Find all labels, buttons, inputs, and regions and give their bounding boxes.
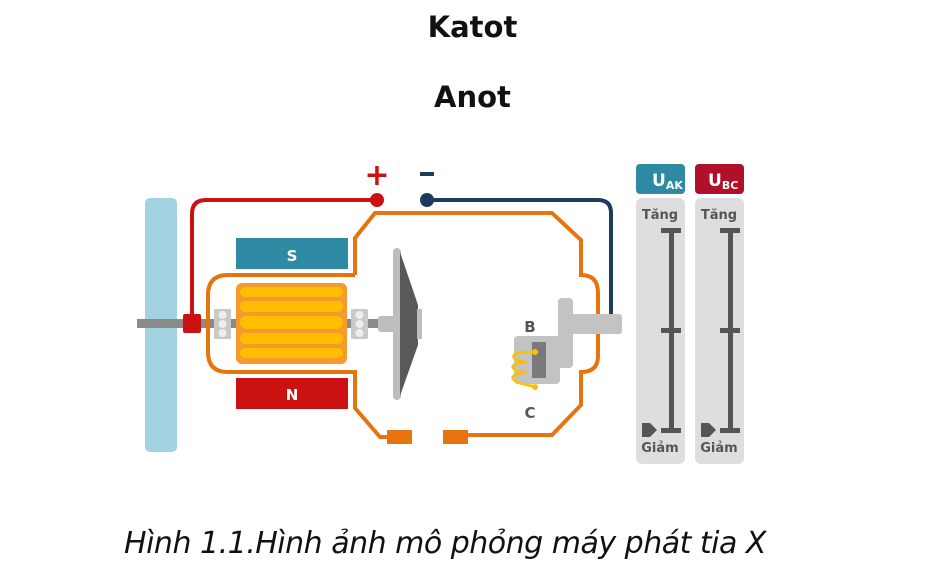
slider-ubc[interactable]: UBC Tăng Giảm: [695, 164, 744, 464]
anode-face: [417, 309, 422, 339]
positive-sign: +: [364, 158, 389, 193]
cathode-arm: [558, 314, 622, 334]
bearing-left: [214, 309, 231, 339]
slider-uak[interactable]: UAK Tăng Giảm: [636, 164, 685, 464]
positive-wire: [190, 198, 377, 322]
brush-contact: [183, 314, 201, 333]
window-left: [387, 430, 412, 444]
anode-disc: [400, 252, 418, 396]
tube-casing-left: [206, 273, 395, 439]
tube-casing: [353, 211, 600, 437]
electrode-b-label: B: [524, 318, 535, 336]
slider-uak-label: U: [652, 171, 666, 191]
slider-uak-sub: AK: [666, 179, 684, 192]
cathode-plate: [532, 342, 546, 378]
figure-caption: Hình 1.1.Hình ảnh mô phỏng máy phát tia …: [124, 526, 766, 561]
slider-uak-handle[interactable]: [642, 423, 657, 437]
electrode-c-label: C: [524, 404, 535, 422]
slider-ubc-header: [695, 164, 744, 194]
slider-ubc-decrease-label: Giảm: [700, 441, 737, 456]
window-right: [443, 430, 468, 444]
katot-heading: Katot: [427, 10, 518, 44]
filament-coil: [511, 350, 534, 388]
slider-ubc-handle[interactable]: [701, 423, 716, 437]
slider-uak-increase-label: Tăng: [642, 208, 678, 223]
slider-uak-header: [636, 164, 685, 194]
filament-contact-b: [532, 349, 538, 355]
anot-heading: Anot: [434, 80, 511, 114]
coil-windings: [240, 287, 343, 358]
magnet-south: [236, 238, 348, 269]
magnet-south-label: S: [287, 247, 298, 265]
slider-ubc-label: U: [708, 171, 722, 191]
filament-contact-c: [532, 384, 538, 390]
magnet-north-label: N: [286, 386, 299, 404]
slider-ubc-sub: BC: [722, 179, 738, 192]
positive-terminal[interactable]: [370, 193, 384, 207]
bearing-right: [351, 309, 368, 339]
magnet-north: [236, 378, 348, 409]
negative-wire: [427, 198, 613, 322]
anode-disc-edge: [393, 248, 401, 400]
negative-sign: [420, 172, 434, 176]
negative-terminal[interactable]: [420, 193, 434, 207]
slider-uak-decrease-label: Giảm: [641, 441, 678, 456]
svg-text:UBC: UBC: [708, 171, 738, 192]
slider-ubc-increase-label: Tăng: [701, 208, 737, 223]
svg-text:UAK: UAK: [652, 171, 683, 192]
